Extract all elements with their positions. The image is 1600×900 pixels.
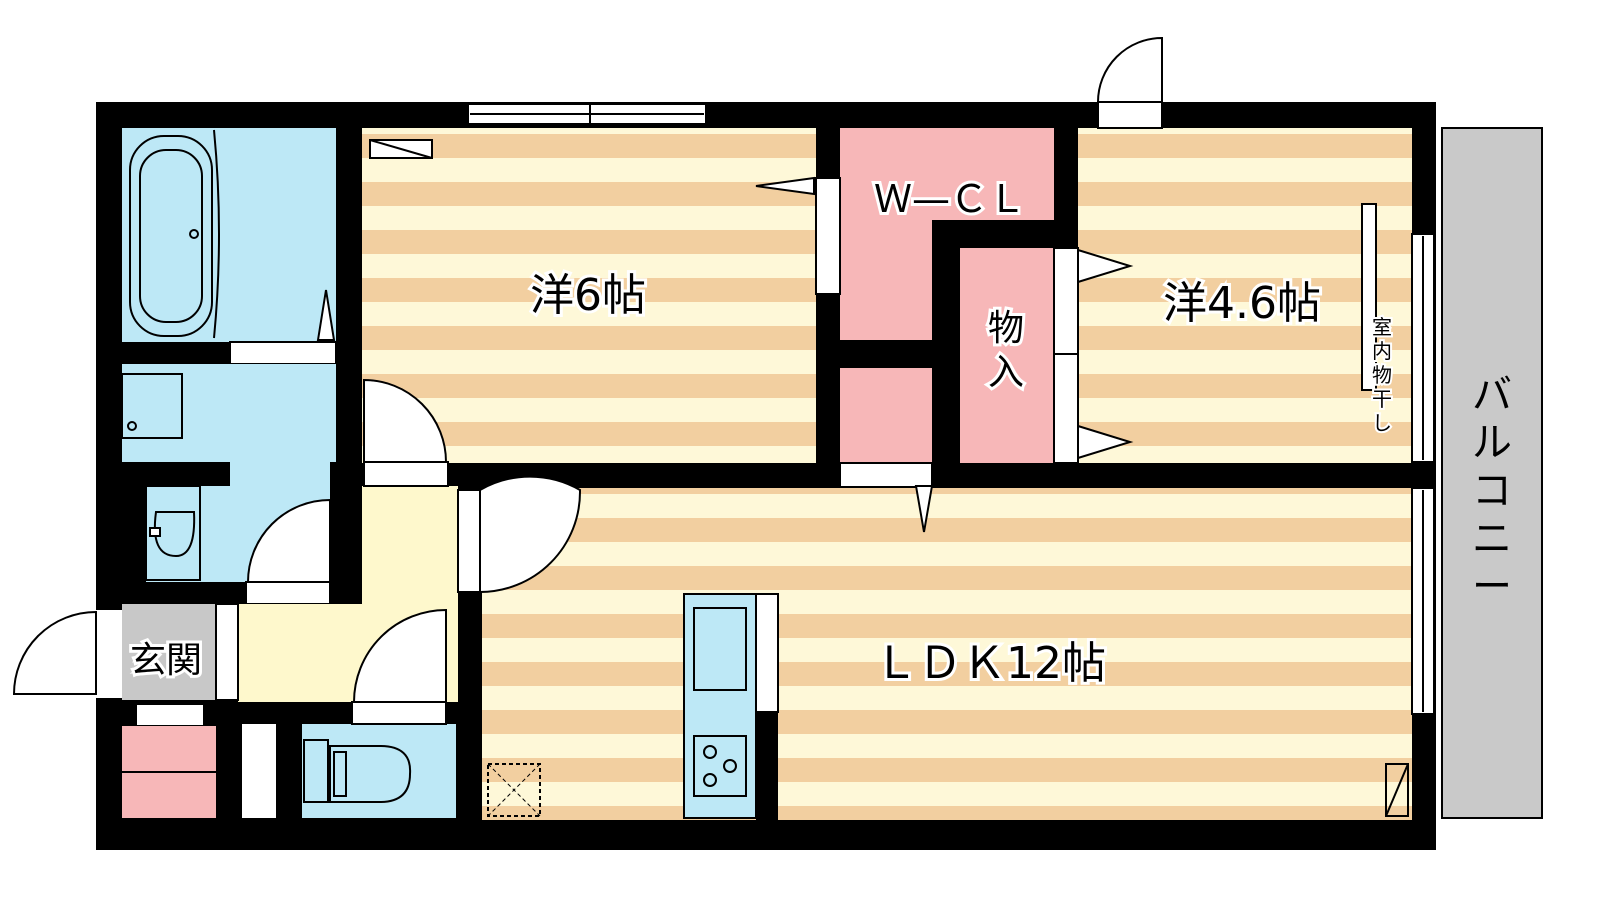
label-balcony-3: コ [1472, 468, 1512, 514]
label-entrance: 玄関 [130, 640, 202, 681]
drying-rail [1361, 203, 1377, 391]
bathtub-drain-icon [189, 229, 199, 239]
ldk-storage-icon [1385, 763, 1409, 817]
label-balcony-2: ル [1472, 420, 1512, 466]
closet-door-arrow-icon [914, 485, 934, 533]
room-washroom [122, 364, 336, 462]
room-wcl-lower [840, 220, 932, 340]
toilet-lid-icon [333, 751, 347, 797]
label-drying-2: 内 [1372, 339, 1392, 363]
kitchen-sink-icon [693, 607, 747, 691]
label-storage-1: 物 [988, 308, 1024, 349]
washing-machine-icon [121, 373, 183, 439]
ldk-storage-diag [1385, 763, 1409, 817]
room-bath [122, 128, 336, 342]
toilet-bowl-icon [329, 745, 412, 803]
hall-door-frame [363, 461, 449, 487]
wash-door-frame [245, 581, 331, 605]
label-drying-4: 干 [1372, 387, 1392, 411]
bathtub-inner [139, 149, 203, 323]
toilet-door-frame [351, 701, 447, 725]
room-storage [960, 248, 1054, 463]
burner-icon-3 [703, 773, 717, 787]
label-ldk: ＬＤＫ12帖 [874, 638, 1106, 689]
bath-door-frame [229, 341, 337, 365]
label-balcony-5: ー [1472, 564, 1512, 610]
label-balcony-1: バ [1472, 372, 1512, 418]
wcl-door-frame [815, 177, 841, 295]
room-toilet [302, 724, 456, 818]
storage-door-arrow-icon-2 [1077, 424, 1134, 460]
burner-icon-1 [703, 745, 717, 759]
storage-door-arrow-icon-1 [1077, 248, 1134, 284]
toilet-door-swing-icon [352, 608, 447, 703]
room6-door-swing-icon [363, 378, 448, 463]
closet-small [840, 368, 932, 463]
label-drying-5: し [1372, 411, 1392, 435]
room-wcl [840, 128, 1054, 220]
closet-slot [242, 724, 276, 818]
label-balcony-4: ニ [1472, 516, 1512, 562]
entrance-door-swing-icon [12, 610, 97, 695]
shoe-cabinet-frame [135, 703, 205, 727]
entrance-step [215, 603, 239, 701]
label-western-46: 洋4.6帖 [1163, 278, 1321, 329]
ldk-door-frame [457, 489, 481, 593]
kitchen-wall-upper [755, 593, 779, 713]
room46-door-swing-icon [1096, 36, 1163, 103]
closet-door-frame [839, 462, 933, 488]
label-western-6: 洋6帖 [530, 270, 646, 321]
ldk-door-swing-icon [479, 475, 581, 594]
bathtub [129, 135, 213, 337]
aircon-diag [369, 139, 433, 159]
kitchen-wall-lower [756, 712, 778, 820]
stove-icon [693, 735, 747, 797]
storage-door-frame [1053, 247, 1079, 464]
wash-door-swing-icon [246, 498, 331, 583]
bath-door-arrow-icon [316, 289, 336, 341]
room-western-6 [362, 128, 816, 463]
washing-machine-drain-icon [127, 421, 137, 431]
balcony-floor [1441, 127, 1543, 819]
room-western-46 [1078, 128, 1412, 463]
label-storage-2: 入 [988, 352, 1024, 393]
faucet-icon [149, 527, 161, 537]
label-drying-3: 物 [1372, 363, 1392, 387]
label-wcl: Ｗ—ＣＬ [874, 177, 1026, 221]
toilet-tank-icon [303, 739, 329, 803]
kitchen-counter [683, 593, 757, 819]
bath-divider [213, 129, 220, 339]
wcl-door-arrow-icon [755, 176, 815, 196]
wash-wall-tab [122, 462, 230, 486]
burner-icon-2 [723, 759, 737, 773]
label-drying-1: 室 [1372, 315, 1392, 339]
floor-hatch-icon [487, 763, 541, 817]
room46-door-frame [1097, 101, 1163, 129]
entrance-opening [96, 610, 122, 698]
floor-hatch-diag-2 [487, 763, 541, 817]
room-ldk [482, 488, 1412, 820]
entrance-floor [122, 604, 216, 700]
